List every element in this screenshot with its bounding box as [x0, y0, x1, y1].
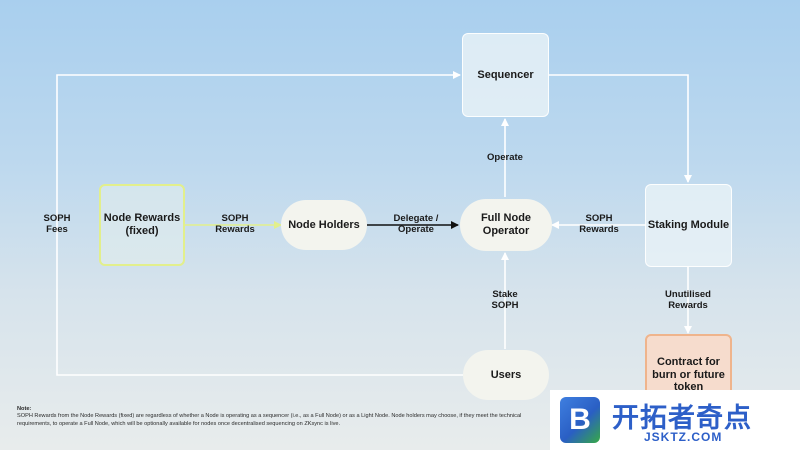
label-unutilised-rewards: Unutilised Rewards	[665, 289, 711, 311]
node-users: Users	[463, 350, 549, 400]
label-delegate-operate: Delegate / Operate	[393, 213, 439, 235]
node-node-rewards: Node Rewards (fixed)	[99, 184, 185, 266]
watermark-name: 开拓者奇点	[612, 403, 752, 434]
label-soph-rewards-left: SOPH Rewards	[215, 213, 255, 235]
label-soph-rewards-right: SOPH Rewards	[579, 213, 619, 235]
edge-soph-fees	[56, 71, 463, 376]
node-full-node-operator: Full Node Operator	[460, 199, 552, 251]
edge-sequencer-staking	[549, 74, 692, 183]
label-stake-soph: Stake SOPH	[491, 289, 519, 311]
footnote: Note: SOPH Rewards from the Node Rewards…	[17, 406, 537, 428]
node-staking-module: Staking Module	[645, 184, 732, 267]
node-node-holders: Node Holders	[281, 200, 367, 250]
footnote-text: SOPH Rewards from the Node Rewards (fixe…	[17, 413, 522, 427]
label-soph-fees: SOPH Fees	[43, 213, 71, 235]
watermark-logo: B 开拓者奇点 JSKTZ.COM	[550, 390, 800, 450]
footnote-title: Note:	[17, 406, 32, 412]
watermark-badge-icon: B	[560, 397, 600, 443]
node-sequencer: Sequencer	[462, 33, 549, 117]
label-operate: Operate	[487, 152, 523, 163]
watermark-url: JSKTZ.COM	[644, 430, 723, 444]
